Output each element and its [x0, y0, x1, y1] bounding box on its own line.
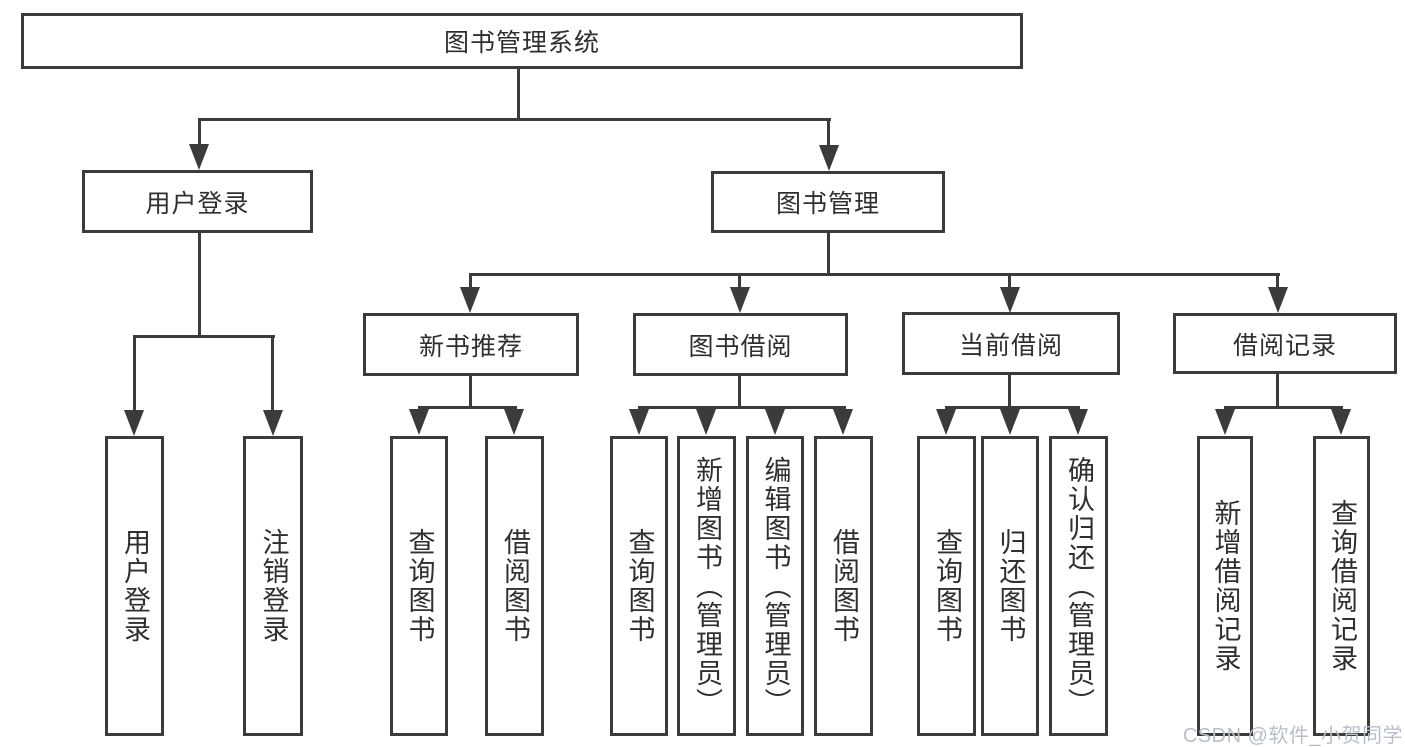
leaf-confirm-return-admin: 确认归还（管理员） [1049, 436, 1108, 736]
leaf-return-books: 归还图书 [981, 436, 1039, 736]
edge-record-stem [1276, 374, 1279, 409]
leaf-add-books-admin-label: 新增图书（管理员） [692, 455, 723, 717]
edge-current-rail [945, 406, 1080, 409]
leaf-add-borrow-record-label: 新增借阅记录 [1210, 499, 1241, 673]
arrowhead-down-icon [696, 409, 716, 435]
arrowhead-down-icon [409, 409, 429, 435]
leaf-query-borrow-record-label: 查询借阅记录 [1327, 499, 1358, 673]
edge-user-login-stem [198, 233, 201, 338]
edge-level1-rail [198, 118, 831, 121]
node-borrow-record-label: 借阅记录 [1232, 331, 1337, 360]
arrowhead-down-icon [124, 410, 144, 436]
edge-user-login-shaft [198, 121, 201, 146]
leaf-borrow-books-1: 借阅图书 [485, 436, 544, 736]
edge-book-mgmt-shaft [827, 121, 830, 146]
arrowhead-down-icon [460, 287, 480, 313]
leaf-query-books-3-label: 查询图书 [932, 528, 963, 644]
node-current-borrow: 当前借阅 [902, 312, 1120, 375]
node-root: 图书管理系统 [21, 13, 1023, 69]
leaf-edit-books-admin: 编辑图书（管理员） [746, 436, 804, 736]
leaf-edit-books-admin-label: 编辑图书（管理员） [760, 455, 791, 717]
arrowhead-down-icon [1268, 287, 1288, 313]
arrowhead-down-icon [629, 409, 649, 435]
node-book-borrow-label: 图书借阅 [688, 332, 793, 361]
leaf-add-borrow-record: 新增借阅记录 [1197, 436, 1253, 736]
node-new-book-recommend: 新书推荐 [363, 313, 579, 376]
leaf-confirm-return-admin-label: 确认归还（管理员） [1064, 455, 1095, 717]
node-book-management-label: 图书管理 [775, 190, 880, 218]
node-root-label: 图书管理系统 [443, 29, 600, 57]
node-user-login: 用户登录 [82, 170, 313, 233]
leaf-query-borrow-record: 查询借阅记录 [1313, 436, 1370, 736]
edge-leaf-shaft [133, 338, 136, 414]
arrowhead-down-icon [833, 409, 853, 435]
arrowhead-down-icon [936, 409, 956, 435]
leaf-query-books-2: 查询图书 [610, 436, 668, 736]
node-borrow-record: 借阅记录 [1173, 313, 1397, 374]
arrowhead-down-icon [1215, 409, 1235, 435]
edge-recommend-stem [469, 376, 472, 409]
arrowhead-down-icon [1068, 409, 1088, 435]
arrowhead-down-icon [189, 144, 209, 170]
leaf-query-books-2-label: 查询图书 [624, 528, 655, 644]
leaf-user-login-label: 用户登录 [120, 528, 151, 644]
node-book-borrow: 图书借阅 [633, 313, 848, 376]
arrowhead-down-icon [263, 410, 283, 436]
edge-recommend-rail [418, 406, 517, 409]
edge-borrow-rail [638, 406, 846, 409]
leaf-borrow-books-2-label: 借阅图书 [829, 528, 860, 644]
leaf-logout-label: 注销登录 [258, 528, 289, 644]
leaf-return-books-label: 归还图书 [995, 528, 1026, 644]
leaf-borrow-books-2: 借阅图书 [814, 436, 873, 736]
arrowhead-down-icon [1000, 409, 1020, 435]
edge-root-stem [517, 69, 520, 121]
edge-book-mgmt-stem [827, 233, 830, 276]
leaf-borrow-books-1-label: 借阅图书 [500, 528, 531, 644]
leaf-user-login: 用户登录 [105, 436, 164, 736]
arrowhead-down-icon [730, 287, 750, 313]
leaf-query-books-1-label: 查询图书 [404, 528, 435, 644]
edge-level2-rail [469, 273, 1280, 276]
edge-leaf-shaft [271, 338, 274, 414]
node-book-management: 图书管理 [711, 171, 945, 233]
edge-record-rail [1224, 406, 1343, 409]
edge-leaf-shaft [1276, 276, 1279, 289]
arrowhead-down-icon [765, 409, 785, 435]
arrowhead-down-icon [1331, 409, 1351, 435]
leaf-add-books-admin: 新增图书（管理员） [677, 436, 736, 736]
watermark: CSDN @软件_小贺同学 [1182, 725, 1403, 747]
edge-current-stem [1008, 375, 1011, 409]
node-current-borrow-label: 当前借阅 [958, 331, 1063, 360]
edge-leaf-shaft [469, 276, 472, 289]
edge-leaf-shaft [1008, 276, 1011, 289]
edge-user-login-rail [133, 335, 275, 338]
arrowhead-down-icon [504, 409, 524, 435]
node-new-book-recommend-label: 新书推荐 [418, 332, 523, 361]
node-user-login-label: 用户登录 [145, 189, 250, 218]
edge-borrow-stem [738, 376, 741, 409]
arrowhead-down-icon [1000, 287, 1020, 313]
leaf-logout: 注销登录 [243, 436, 303, 736]
leaf-query-books-3: 查询图书 [917, 436, 976, 736]
arrowhead-down-icon [819, 145, 839, 171]
edge-leaf-shaft [738, 276, 741, 289]
leaf-query-books-1: 查询图书 [390, 436, 448, 736]
